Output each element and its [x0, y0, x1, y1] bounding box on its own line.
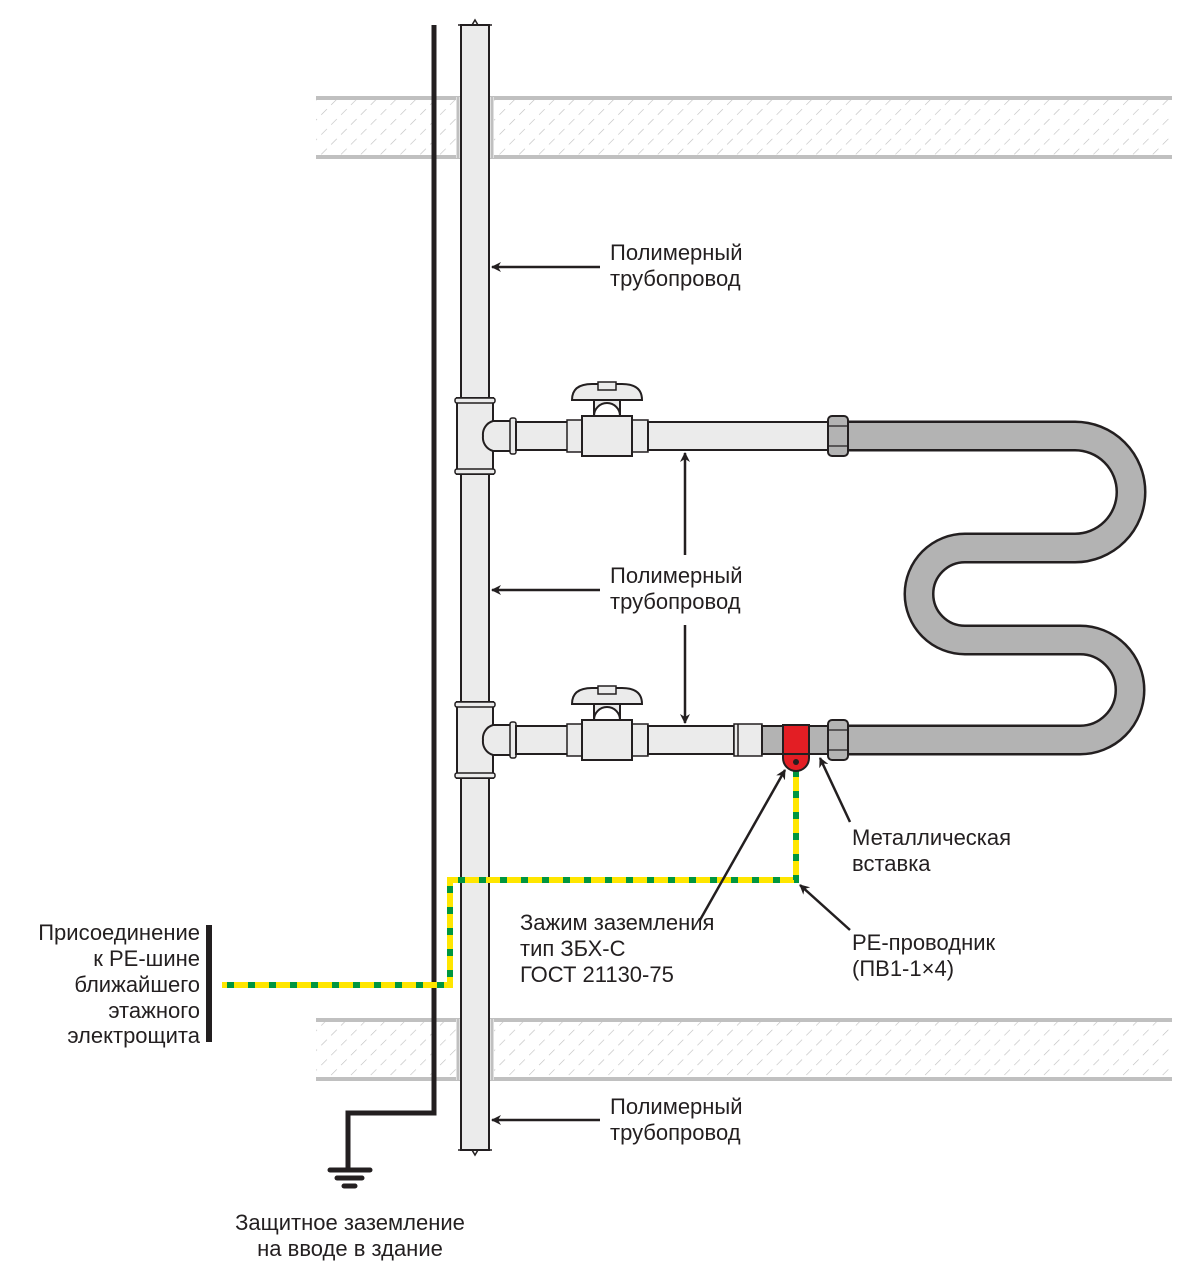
label-pipe-middle-2: трубопровод [610, 589, 741, 614]
label-metal-insert-2: вставка [852, 851, 931, 876]
union-nut [827, 415, 849, 457]
arrow-metal-insert [818, 757, 852, 823]
callout-arrows [491, 262, 852, 1125]
floor-slab-top [316, 96, 1172, 159]
heated-towel-rail-coil [846, 420, 1147, 756]
vertical-polymer-pipe [458, 18, 492, 1157]
label-pe-conductor-1: РЕ-проводник [852, 930, 996, 955]
floor-slab-bottom [316, 1018, 1172, 1081]
ground-symbol-icon [327, 1167, 373, 1189]
valve-handle-icon [570, 383, 644, 401]
label-clamp-1: Зажим заземления [520, 910, 714, 935]
ground-wire [345, 25, 437, 1170]
label-pipe-middle-1: Полимерный [610, 563, 743, 588]
label-connection-1: Присоединение [38, 920, 200, 945]
label-clamp-2: тип ЗБХ-С [520, 936, 626, 961]
label-ground-2: на вводе в здание [257, 1236, 443, 1261]
pe-busbar-mark [206, 925, 212, 1042]
label-pipe-bottom-2: трубопровод [610, 1120, 741, 1145]
upper-branch [454, 381, 849, 475]
label-pipe-top-2: трубопровод [610, 266, 741, 291]
label-connection-5: электрощита [67, 1023, 200, 1048]
arrow-pe-conductor [799, 884, 851, 931]
label-pipe-top-1: Полимерный [610, 240, 743, 265]
pe-conductor-wire [222, 770, 799, 988]
label-connection-3: ближайшего [74, 972, 200, 997]
label-connection-4: этажного [108, 998, 200, 1023]
label-clamp-3: ГОСТ 21130-75 [520, 962, 674, 987]
label-pipe-bottom-1: Полимерный [610, 1094, 743, 1119]
valve-handle-icon [570, 687, 644, 705]
grounding-clamp [782, 724, 810, 773]
arrow-clamp [698, 769, 787, 921]
label-connection-2: к РЕ-шине [93, 946, 200, 971]
label-ground-1: Защитное заземление [235, 1210, 465, 1235]
union-nut [827, 719, 849, 761]
label-metal-insert-1: Металлическая [852, 825, 1011, 850]
label-pe-conductor-2: (ПВ1-1×4) [852, 956, 954, 981]
